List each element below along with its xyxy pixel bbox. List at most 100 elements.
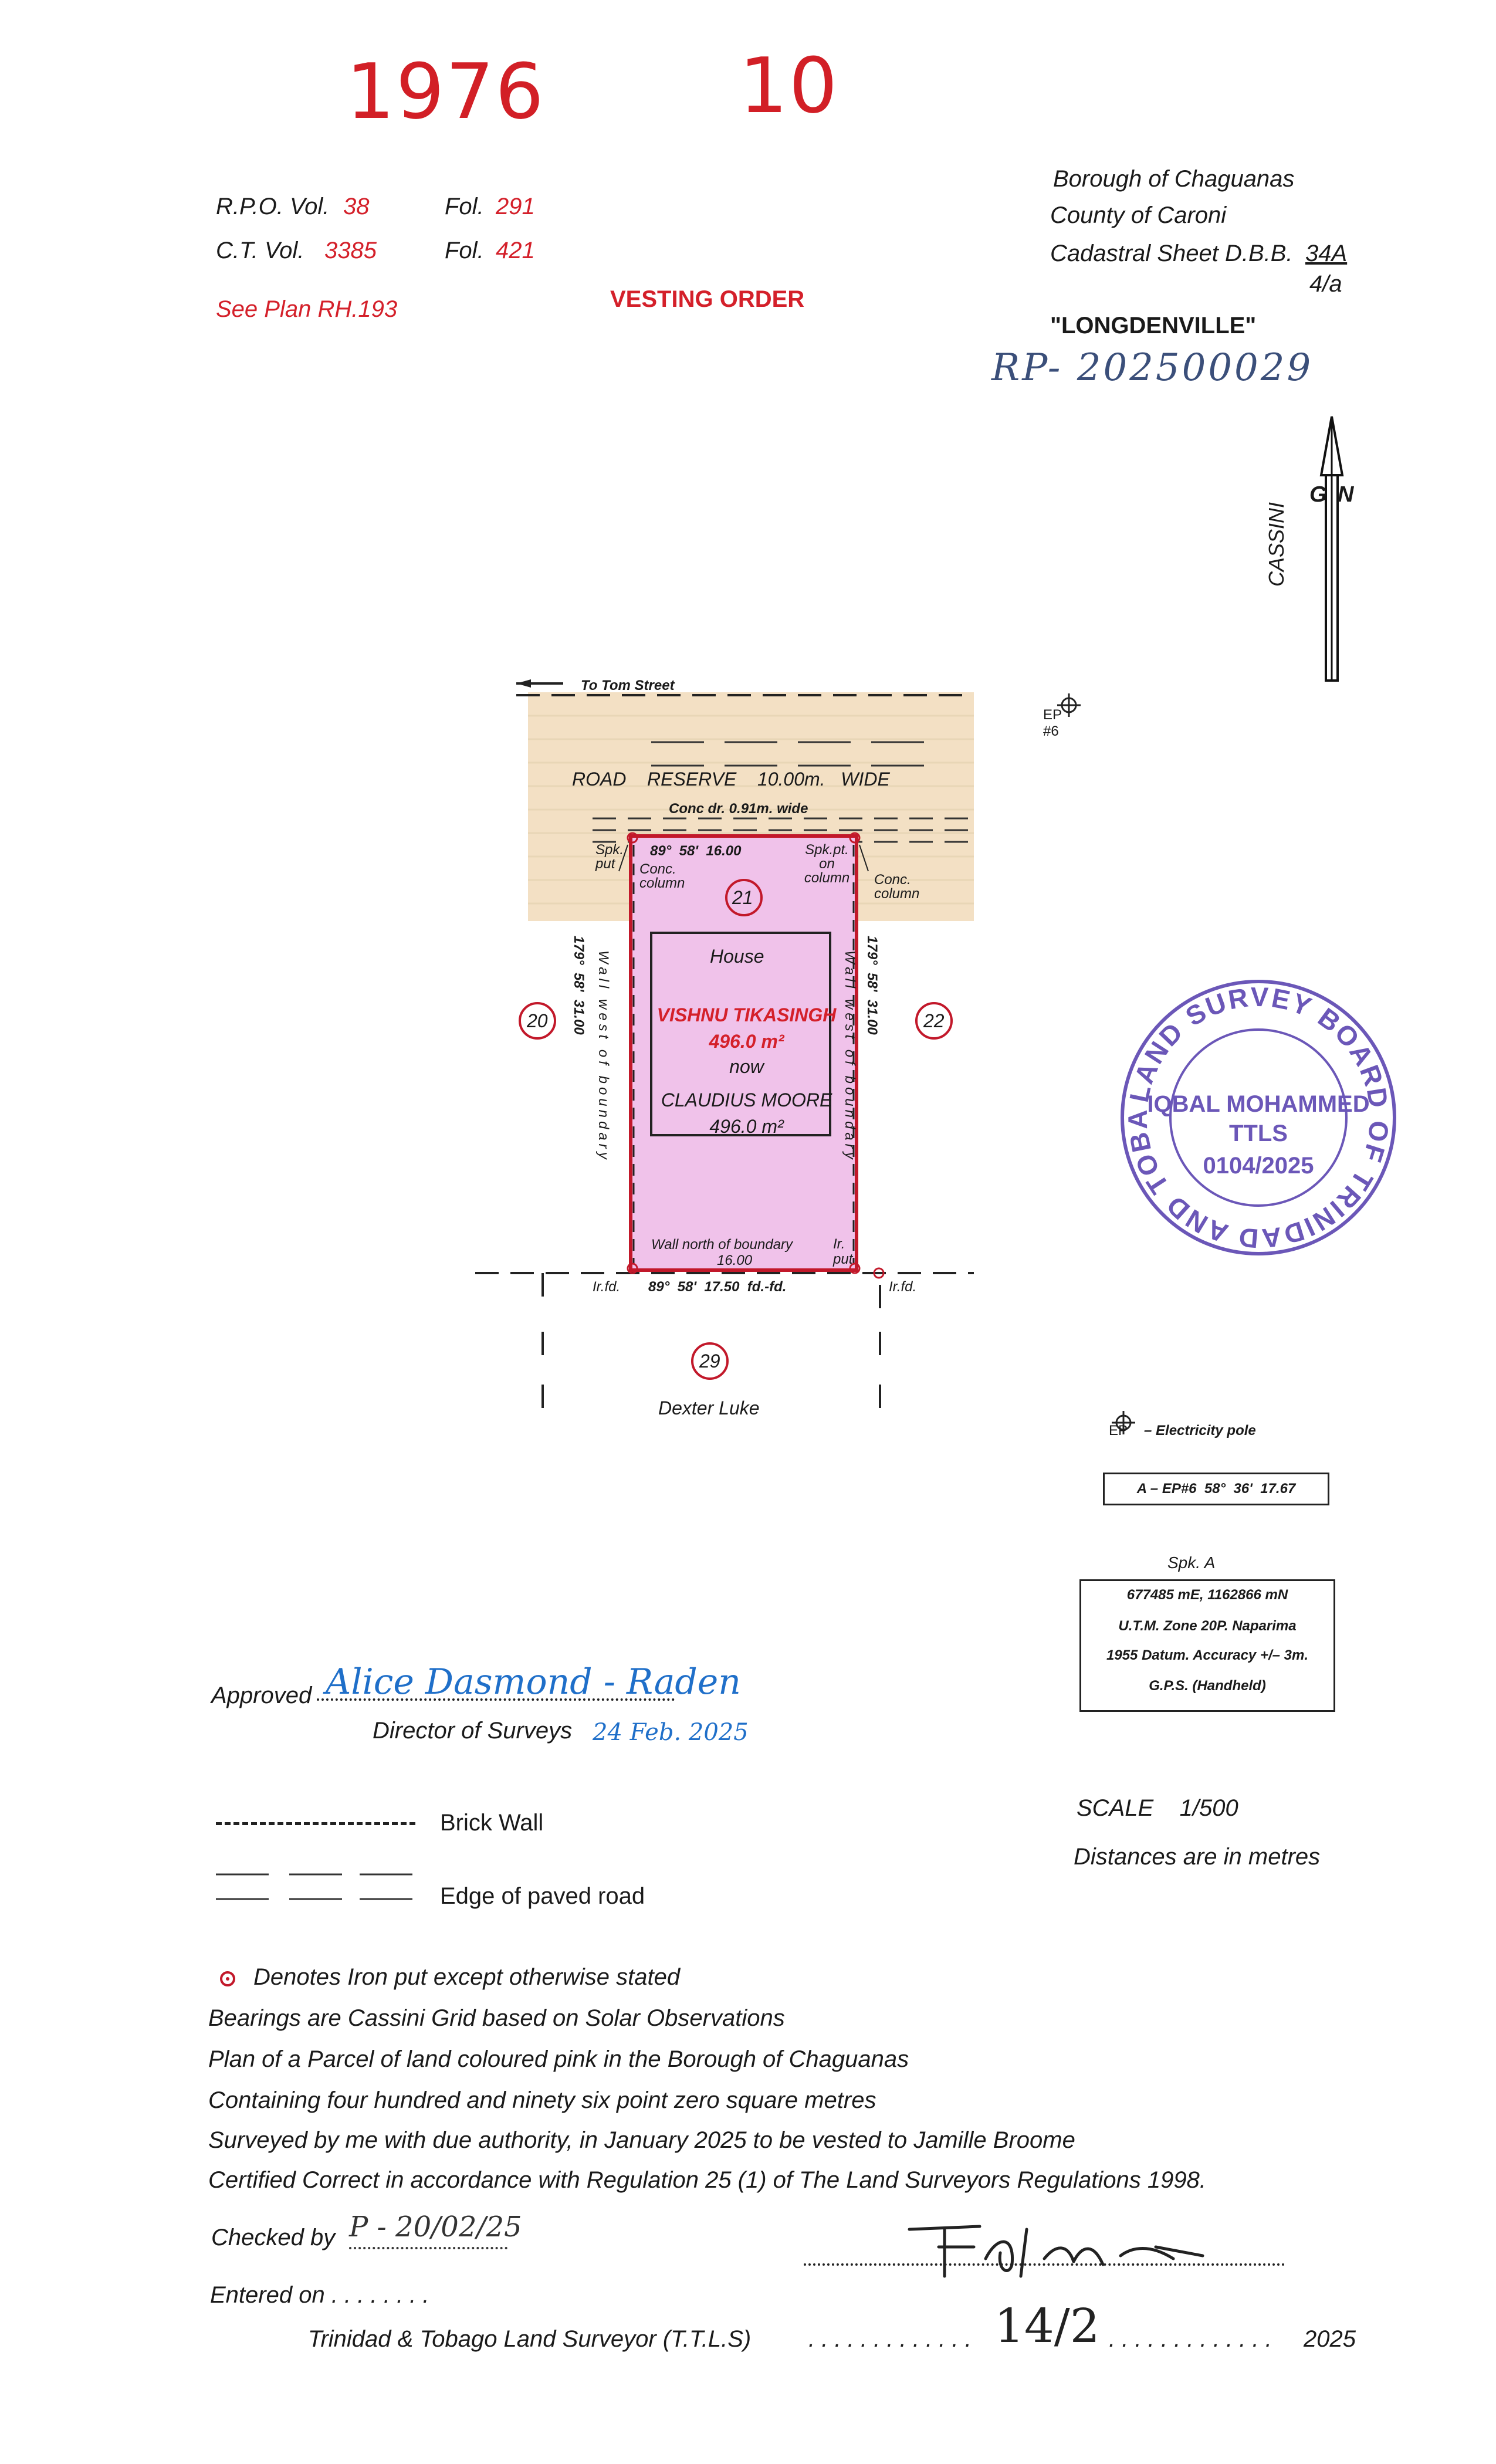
ir-fd-right: Ir.fd. (889, 1279, 917, 1295)
surveyor-signature-line (804, 2263, 1285, 2266)
spk-a-title: Spk. A (1167, 1553, 1216, 1572)
cadastral-sheet: 34A (1305, 241, 1348, 266)
drain-label: Conc dr. 0.91m. wide (669, 801, 808, 817)
cadastral-label: Cadastral Sheet D.B.B. (1050, 241, 1293, 266)
right-wall-label: Wall west of boundary (842, 950, 858, 1163)
rpo-label: R.P.O. Vol. (216, 194, 330, 219)
parcel-lot-21 (629, 834, 858, 1272)
brick-wall-label: Brick Wall (440, 1810, 544, 1836)
director-label: Director of Surveys (373, 1718, 573, 1744)
north-letter: N (1338, 482, 1354, 507)
utm-text: U.T.M. Zone 20P. Naparima (1118, 1618, 1297, 1634)
plan-number: 1976 (346, 47, 545, 136)
date-dots-left: . . . . . . . . . . . . . (808, 2326, 972, 2352)
checked-by-label: Checked by (211, 2225, 336, 2250)
land-survey-board-stamp: LAND SURVEY BOARD OF TRINIDAD AND TOBAGO (1118, 977, 1396, 1255)
area-old: 496.0 m² (709, 1031, 784, 1052)
approval-signature-line (317, 1698, 675, 1701)
bottom-bearing: 89° 58' 17.50 fd.-fd. (648, 1279, 787, 1295)
stamp-number: 0104/2025 (1203, 1153, 1314, 1179)
entered-on-label: Entered on . . . . . . . . (210, 2282, 429, 2308)
paved-road-label: Edge of paved road (440, 1883, 645, 1909)
ct-fol-label: Fol. (445, 238, 484, 263)
north-arrow (1319, 416, 1344, 682)
note-certified: Certified Correct in accordance with Reg… (208, 2167, 1206, 2193)
rpo-vol: 38 (343, 194, 370, 219)
lot-number-29: 29 (699, 1351, 720, 1372)
road-reserve-label: ROAD RESERVE 10.00m. WIDE (572, 769, 890, 790)
ep-legend-symbol (1112, 1411, 1135, 1434)
left-wall-label: Wall west of boundary (595, 950, 611, 1163)
area-name: "LONGDENVILLE" (1050, 313, 1257, 339)
iron-put-symbol (220, 1971, 235, 1986)
registration-number: RP- 202500029 (991, 346, 1314, 390)
conc-column-right: Conc. column (874, 872, 920, 902)
datum-text: 1955 Datum. Accuracy +/– 3m. (1106, 1647, 1308, 1663)
cassini-label: CASSINI (1264, 502, 1288, 587)
see-plan: See Plan RH.193 (216, 296, 398, 322)
note-bearings: Bearings are Cassini Grid based on Solar… (208, 2005, 785, 2031)
lot-number-21: 21 (732, 887, 753, 908)
vesting-order: VESTING ORDER (610, 286, 805, 312)
neighbour-bottom: Dexter Luke (658, 1397, 760, 1419)
ep-legend-desc: – Electricity pole (1144, 1423, 1256, 1439)
ct-vol: 3385 (324, 238, 377, 263)
top-bearing: 89° 58' 16.00 (650, 843, 742, 859)
director-signature: Alice Dasmond - Raden (326, 1661, 741, 1703)
spk-put-label: Spk. put (595, 842, 624, 872)
sheet-number: 10 (739, 41, 839, 130)
lot-number-20: 20 (527, 1010, 548, 1031)
approved-label: Approved (211, 1683, 312, 1708)
ct-fol: 421 (496, 238, 535, 263)
gps-text: G.P.S. (Handheld) (1149, 1678, 1266, 1694)
bottom-wall-label: Wall north of boundary (651, 1237, 793, 1253)
borough: Borough of Chaguanas (1053, 166, 1295, 192)
ep-reference-box: A – EP#6 58° 36' 17.67 (1103, 1473, 1329, 1505)
ir-put-label: Ir. put (833, 1236, 853, 1267)
paved-road-symbol (216, 1873, 412, 1900)
left-bearing: 179° 58' 31.00 (571, 936, 587, 1035)
date-dots-right: . . . . . . . . . . . . . (1109, 2326, 1272, 2352)
spk-pt-column-label: Spk.pt. on column (804, 842, 850, 886)
right-bearing: 179° 58' 31.00 (864, 936, 880, 1035)
note-plan: Plan of a Parcel of land coloured pink i… (208, 2046, 909, 2072)
surveyor-label: Trinidad & Tobago Land Surveyor (T.T.L.S… (308, 2326, 752, 2352)
survey-plan-drawing (475, 679, 1081, 1408)
ep-legend-label: EP (1109, 1423, 1128, 1439)
area-new: 496.0 m² (709, 1116, 784, 1137)
rpo-fol: 291 (496, 194, 535, 219)
to-street-label: To Tom Street (581, 678, 675, 693)
iron-put-label: Denotes Iron put except otherwise stated (253, 1964, 681, 1990)
distances-note: Distances are in metres (1074, 1844, 1321, 1870)
note-containing: Containing four hundred and ninety six p… (208, 2087, 876, 2113)
checked-by-signature: P - 20/02/25 (349, 2211, 522, 2243)
note-surveyed: Surveyed by me with due authority, in Ja… (208, 2127, 1075, 2153)
ct-label: C.T. Vol. (216, 238, 304, 263)
cadastral-sub: 4/a (1309, 271, 1342, 297)
surveyor-signature (908, 2225, 1204, 2278)
ep6-label: EP (1043, 707, 1062, 723)
rpo-fol-label: Fol. (445, 194, 484, 219)
owner-new: CLAUDIUS MOORE (661, 1089, 832, 1111)
ep6-number: #6 (1043, 723, 1059, 739)
house-label: House (710, 946, 764, 967)
conc-column-left: Conc. column (639, 861, 685, 891)
year-label: 2025 (1304, 2326, 1356, 2352)
county: County of Caroni (1050, 202, 1227, 228)
now-label: now (729, 1056, 764, 1077)
coords-text: 677485 mE, 1162866 mN (1126, 1587, 1288, 1603)
scale-label: SCALE 1/500 (1077, 1795, 1238, 1821)
stamp-title: TTLS (1229, 1121, 1288, 1146)
owner-old: VISHNU TIKASINGH (656, 1004, 837, 1025)
bottom-wall-distance: 16.00 (717, 1253, 753, 1268)
date-handwritten: 14/2 (994, 2299, 1100, 2353)
coordinates-box (1079, 1579, 1335, 1712)
checked-by-line (349, 2247, 507, 2249)
stamp-name: IQBAL MOHAMMED (1147, 1091, 1370, 1117)
house-outline (650, 932, 831, 1136)
grid-letter: G (1309, 482, 1327, 507)
brick-wall-symbol (216, 1822, 415, 1825)
ir-fd-left: Ir.fd. (593, 1279, 621, 1295)
lot-number-22: 22 (923, 1010, 945, 1031)
director-sign-date: 24 Feb. 2025 (593, 1719, 749, 1746)
